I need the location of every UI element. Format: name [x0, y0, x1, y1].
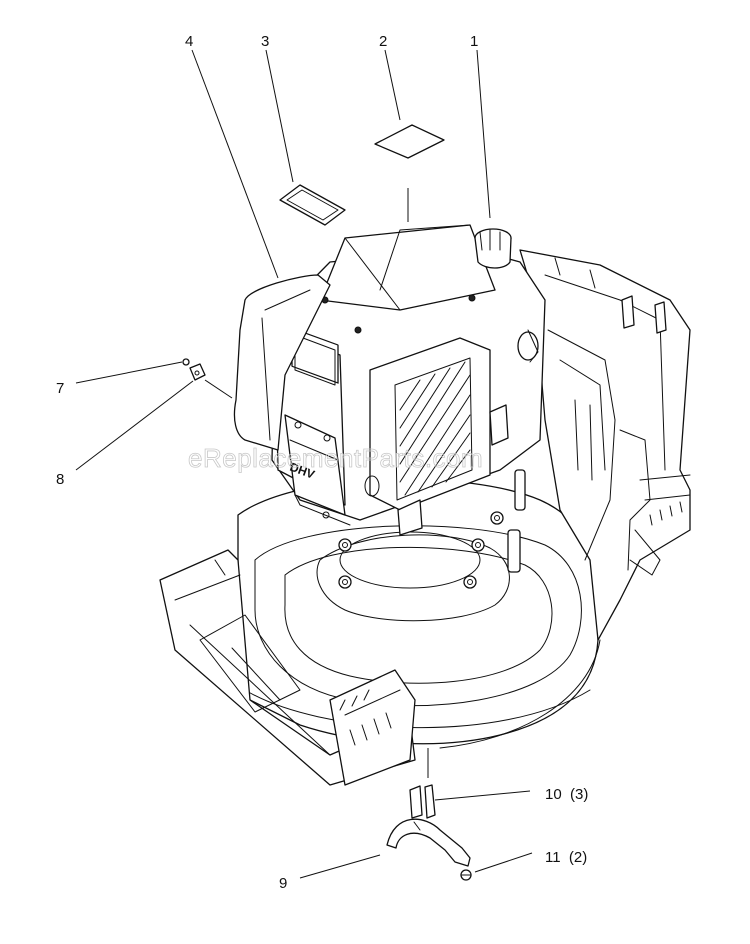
callout-11: 11 (2)	[545, 849, 587, 866]
front-bumper	[159, 549, 416, 786]
rear-housing	[519, 249, 691, 641]
leader-lines	[75, 49, 533, 879]
leader-4	[191, 49, 279, 279]
decal-part	[374, 124, 445, 159]
leader-2	[384, 49, 401, 121]
leader-10	[434, 790, 531, 801]
callout-1: 1	[470, 33, 478, 50]
leader-7	[75, 361, 183, 384]
leader-8	[75, 380, 194, 471]
clamp-bracket-assembly	[386, 784, 472, 881]
callout-labels: 1 2 3 4 7 8 9 10 (3) 11 (2)	[56, 33, 588, 892]
engine	[271, 224, 546, 536]
leader-3	[265, 49, 294, 183]
filter-element-part	[279, 184, 346, 226]
callout-10: 10 (3)	[545, 786, 588, 803]
leader-1	[476, 49, 491, 219]
callout-7: 7	[56, 380, 64, 397]
callout-8: 8	[56, 471, 64, 488]
leader-9	[299, 854, 381, 879]
carburetor-housing: DHV	[284, 414, 351, 526]
air-cleaner-cover	[233, 274, 331, 451]
watermark-text: eReplacementParts.com	[188, 443, 483, 473]
grille-slats	[399, 361, 471, 496]
callout-4: 4	[185, 33, 193, 50]
callout-2: 2	[379, 33, 387, 50]
leader-11	[474, 852, 533, 873]
callout-9: 9	[279, 875, 287, 892]
leader-8b	[204, 379, 233, 399]
screw-washer-parts	[182, 358, 206, 381]
callout-3: 3	[261, 33, 269, 50]
